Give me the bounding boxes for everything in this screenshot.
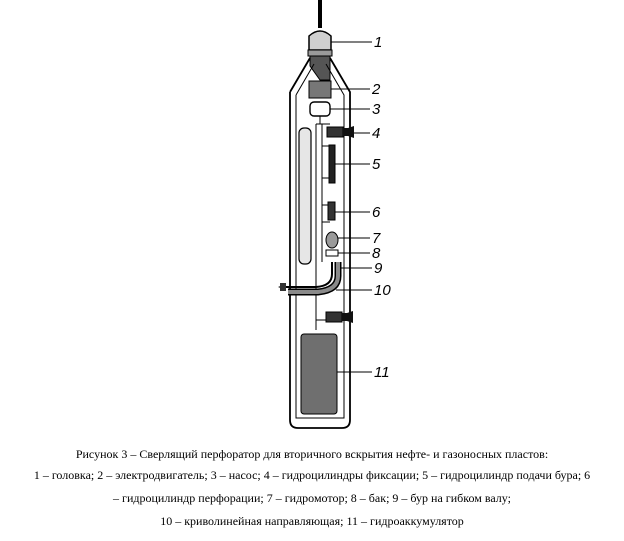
- hydraulic-lines: [315, 116, 330, 330]
- figure-legend-line-1: 1 – головка; 2 – электродвигатель; 3 – н…: [33, 468, 591, 482]
- curved-guide-part-10: [288, 262, 342, 296]
- head-part-1: [307, 30, 333, 81]
- hydroaccumulator-part-11: [300, 333, 338, 415]
- pump-part-3: [309, 101, 331, 117]
- figure-legend-line-3: 10 – криволинейная направляющая; 11 – ги…: [160, 514, 464, 528]
- label-9: 9: [374, 260, 383, 277]
- label-6: 6: [372, 204, 381, 221]
- leader-lines: [330, 41, 372, 373]
- label-1: 1: [374, 34, 382, 51]
- fixation-cylinder-upper-part-4: [326, 126, 354, 138]
- label-2: 2: [371, 81, 381, 98]
- fixation-cylinder-lower: [325, 311, 353, 323]
- electric-motor-part-2: [308, 80, 332, 99]
- label-5: 5: [372, 156, 381, 173]
- feed-cylinder-part-5: [328, 144, 336, 184]
- label-11: 11: [374, 364, 390, 381]
- side-tank: [298, 127, 312, 265]
- label-10: 10: [374, 282, 391, 299]
- figure-legend-line-2: – гидроцилиндр перфорации; 7 – гидромото…: [113, 491, 511, 505]
- drill-part-9: [278, 262, 333, 291]
- figure-caption-title: Рисунок 3 – Сверлящий перфоратор для вто…: [75, 447, 549, 461]
- hydromotor-part-7: [325, 231, 339, 249]
- label-3: 3: [372, 101, 381, 118]
- housing-outline: [289, 57, 351, 429]
- perforation-cylinder-part-6: [327, 201, 336, 221]
- housing-inner: [295, 63, 345, 419]
- perforator-diagram: 1 2 3 4 5 6 7 8 9 10 11: [278, 0, 391, 429]
- label-7: 7: [372, 230, 381, 247]
- label-4: 4: [372, 125, 380, 142]
- tank-part-8: [325, 249, 339, 257]
- label-8: 8: [372, 245, 381, 262]
